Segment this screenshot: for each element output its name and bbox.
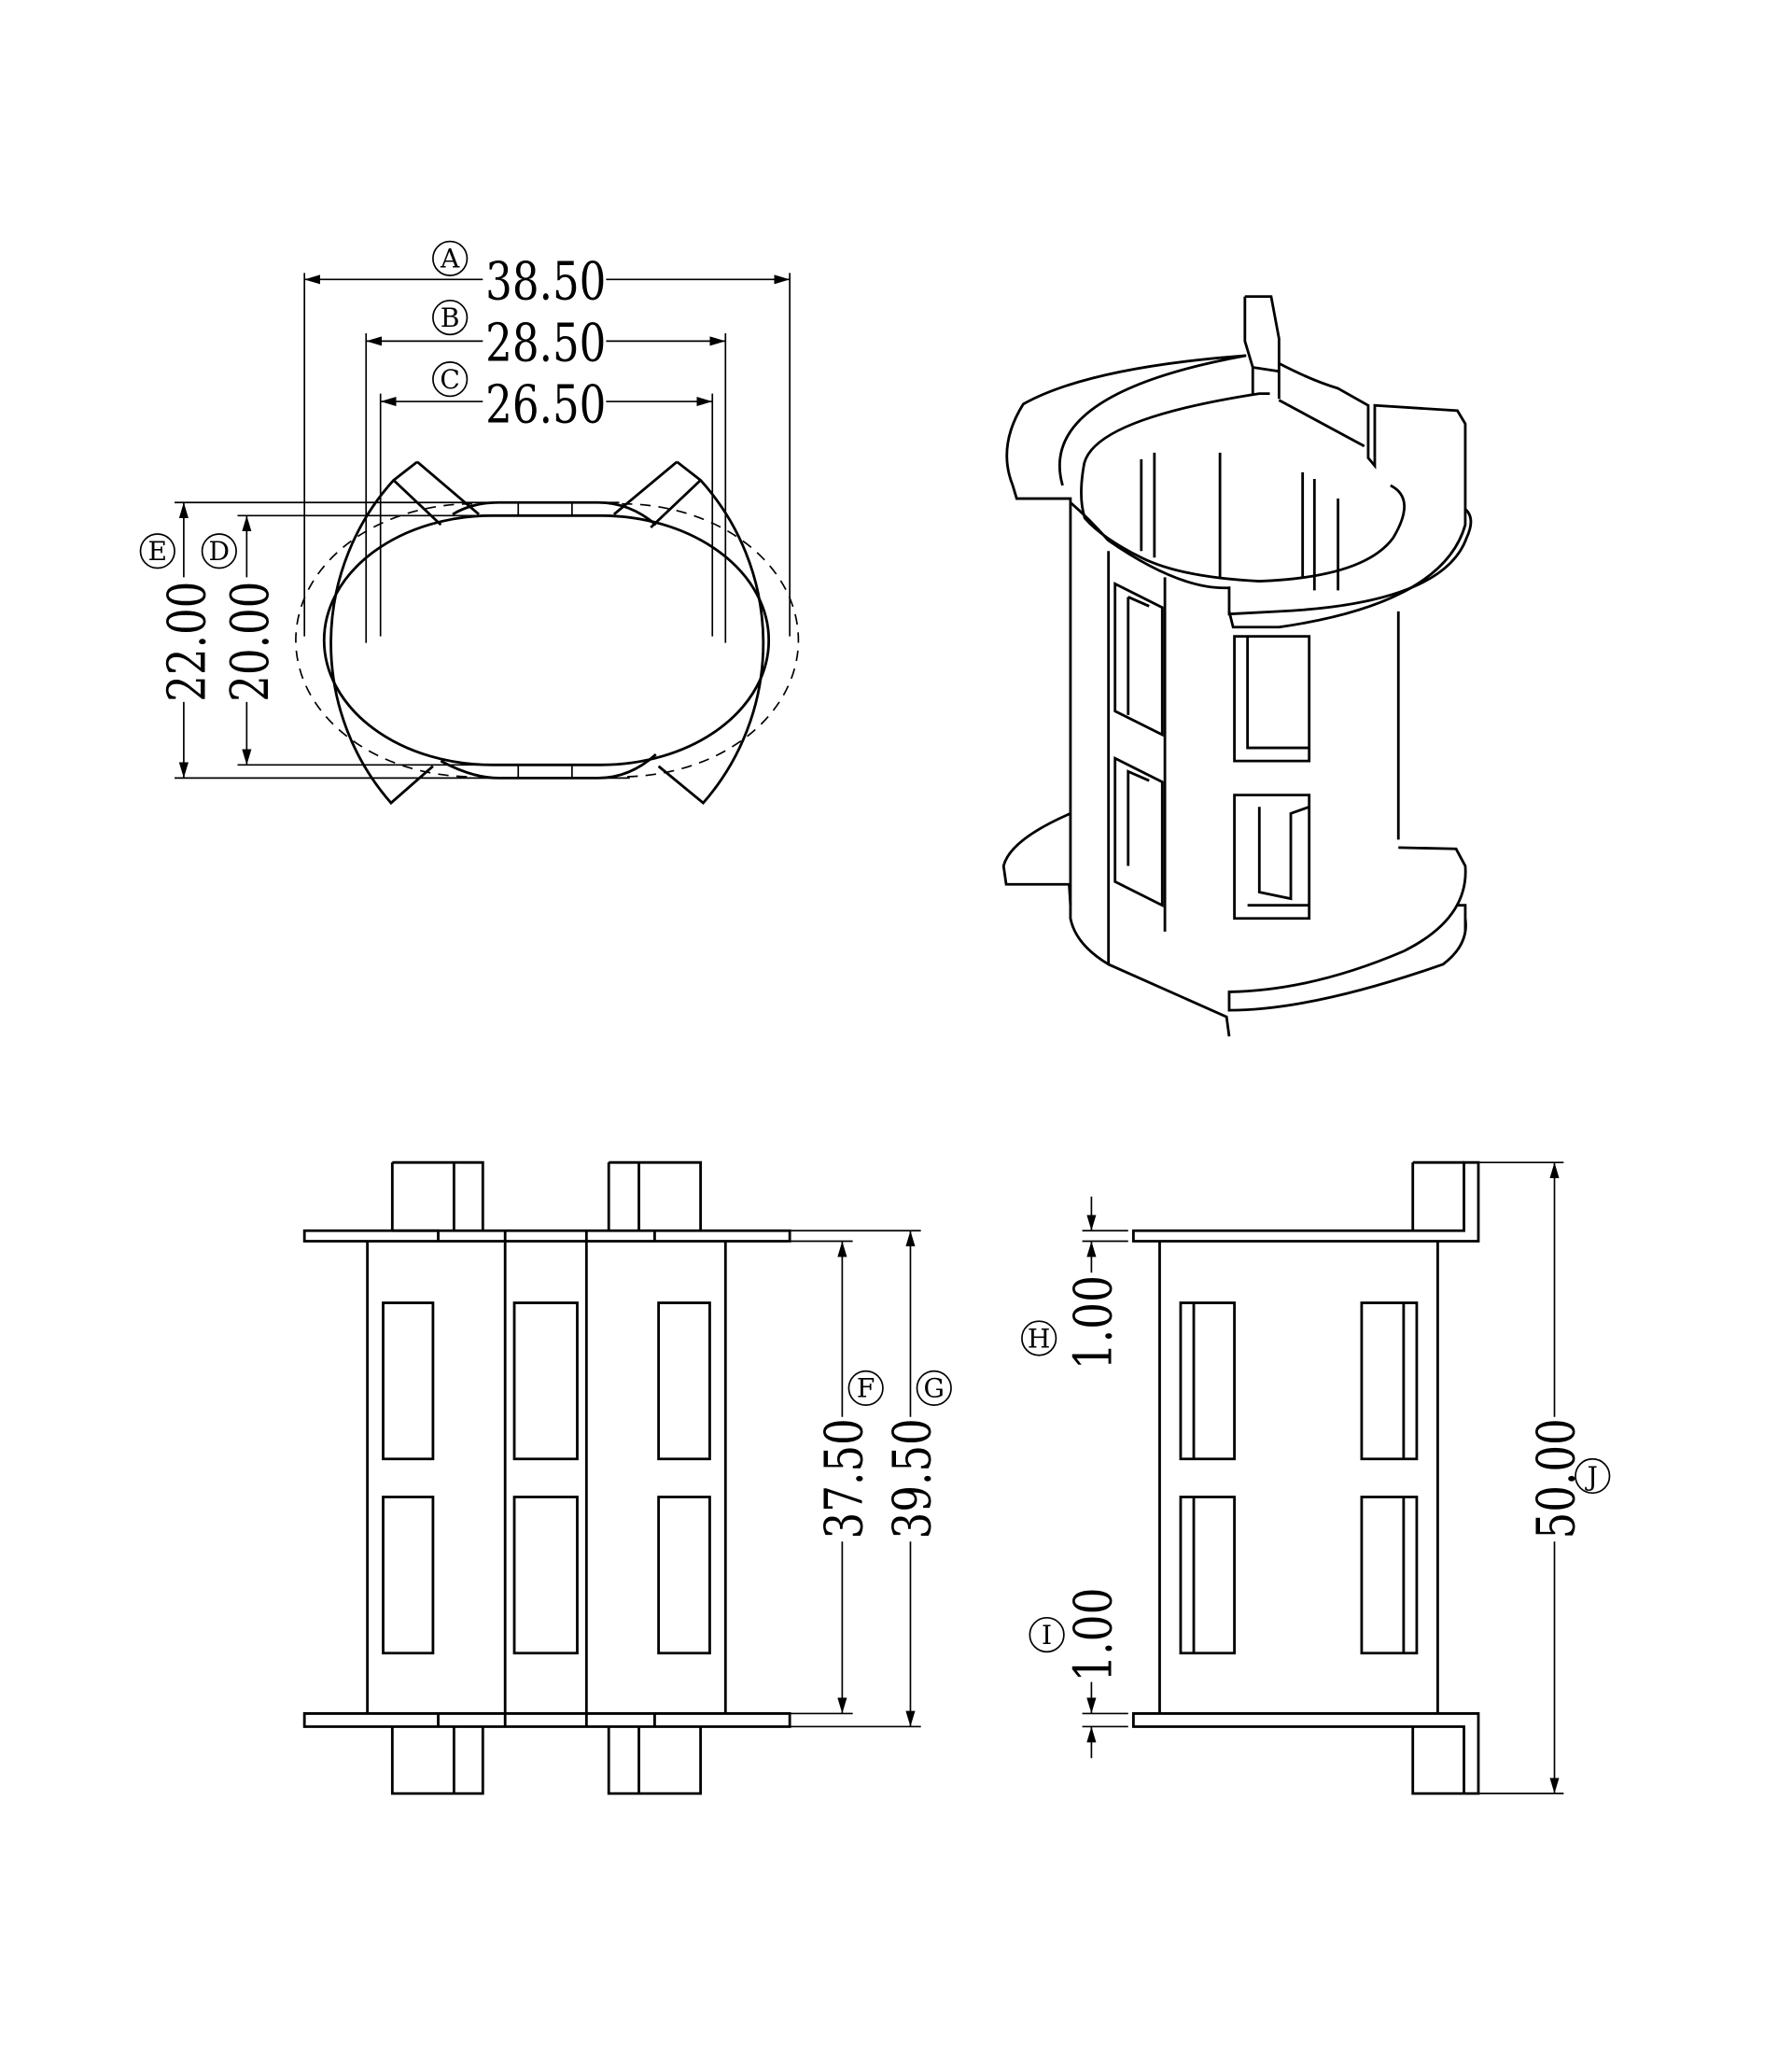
dim-label-f: F	[857, 1373, 875, 1404]
dim-label-b: B	[441, 302, 460, 333]
dim-label-d: D	[209, 536, 231, 567]
dim-label-c: C	[440, 364, 460, 395]
dim-label-g: G	[924, 1373, 945, 1404]
dim-value-b: 28.50	[485, 313, 606, 373]
dim-label-i: I	[1042, 1620, 1052, 1651]
top-view: A 38.50 B 28.50 C 26.50 E 22.00 D 20.00	[139, 240, 800, 806]
dim-value-c: 26.50	[485, 375, 606, 436]
dim-value-g: 39.50	[883, 1418, 944, 1539]
dim-label-h: H	[1028, 1323, 1051, 1354]
dim-label-e: E	[148, 536, 168, 567]
dim-value-f: 37.50	[814, 1418, 875, 1539]
dim-value-d: 20.00	[220, 582, 281, 702]
front-view: F 37.50 G 39.50	[302, 1160, 952, 1795]
dim-value-h: 1.00	[1063, 1275, 1124, 1370]
dim-value-e: 22.00	[157, 582, 217, 702]
dim-value-a: 38.50	[485, 251, 606, 312]
dim-label-j: J	[1585, 1461, 1598, 1492]
dim-label-a: A	[440, 244, 460, 274]
isometric-view	[1001, 295, 1473, 1037]
dim-value-i: 1.00	[1063, 1587, 1124, 1681]
side-view: H 1.00 I 1.00 J 50.00	[1021, 1160, 1611, 1795]
dim-value-j: 50.00	[1527, 1418, 1588, 1539]
